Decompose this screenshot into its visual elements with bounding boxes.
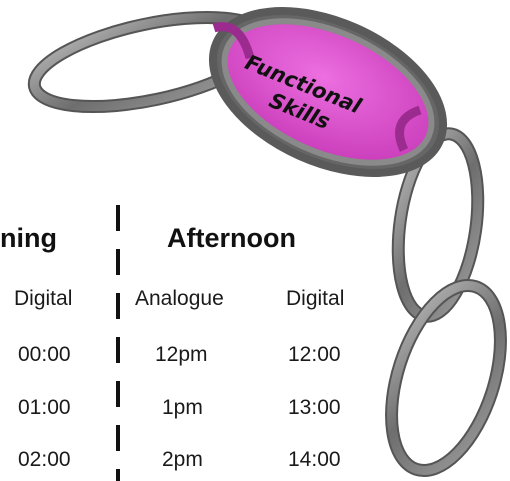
morning-heading: ning xyxy=(0,223,57,253)
morning-digital-header: Digital xyxy=(14,287,73,310)
afternoon-analogue-cell: 2pm xyxy=(162,448,203,471)
afternoon-analogue-cell: 1pm xyxy=(162,396,203,419)
logo-oval xyxy=(208,7,448,177)
afternoon-analogue-cell: 12pm xyxy=(155,343,208,366)
afternoon-digital-header: Digital xyxy=(286,287,345,310)
afternoon-digital-cell: 13:00 xyxy=(288,396,341,419)
chain-ring-bottom xyxy=(385,279,507,477)
afternoon-analogue-header: Analogue xyxy=(135,287,224,310)
afternoon-digital-cell: 12:00 xyxy=(288,343,341,366)
afternoon-heading: Afternoon xyxy=(167,223,296,253)
afternoon-digital-cell: 14:00 xyxy=(288,448,341,471)
morning-digital-cell: 01:00 xyxy=(18,396,71,419)
morning-digital-cell: 00:00 xyxy=(18,343,71,366)
morning-digital-cell: 02:00 xyxy=(18,448,71,471)
